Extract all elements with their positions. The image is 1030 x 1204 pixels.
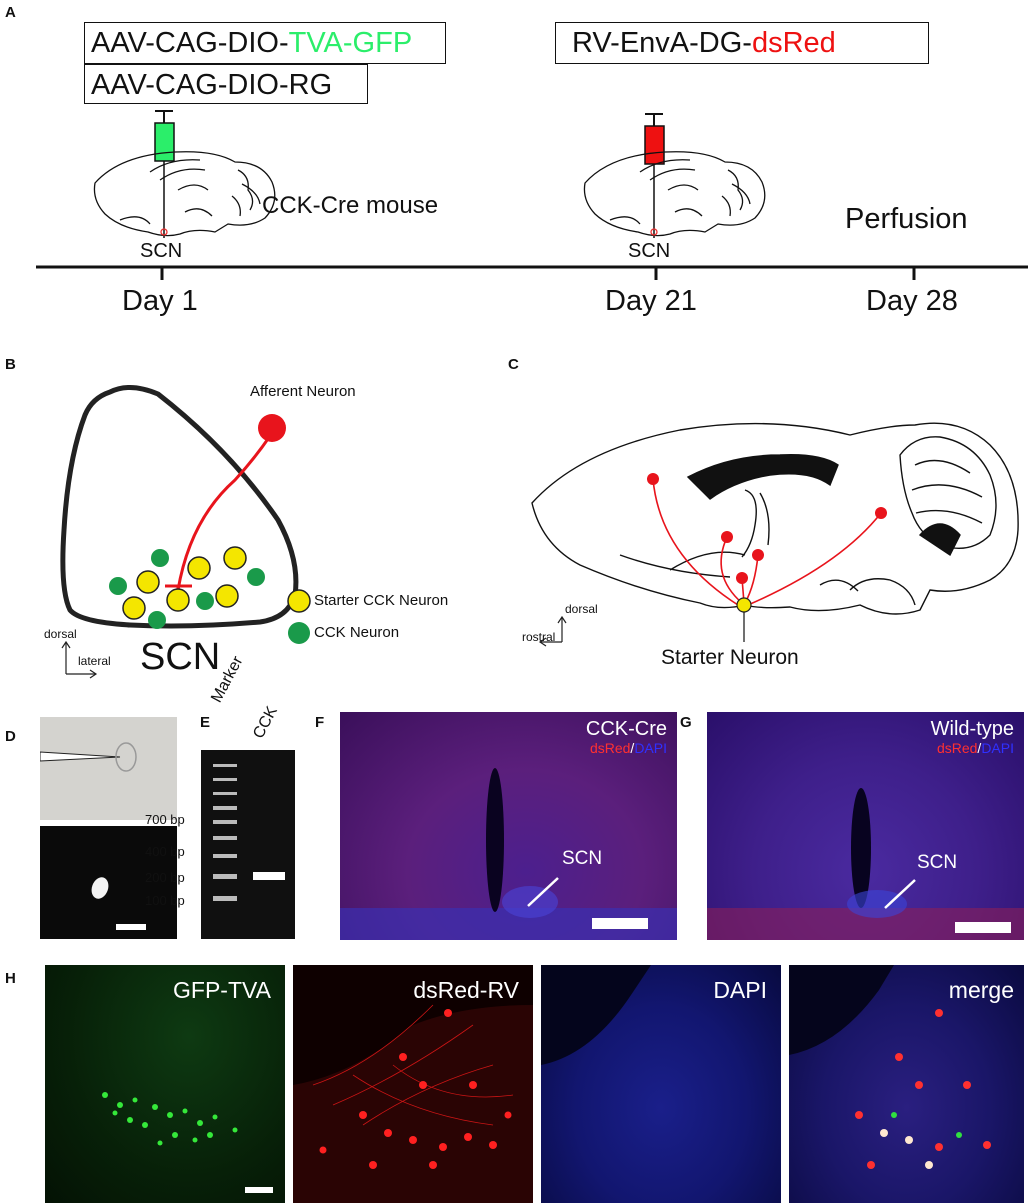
panel-label-h: H [5, 970, 16, 987]
cckcre-stain: dsRed/DAPI [589, 740, 667, 756]
panel-label-b: B [5, 356, 16, 373]
mouse-brain-outline-1 [93, 151, 276, 237]
mouse-label: CCK-Cre mouse [262, 192, 439, 219]
rv-cells [319, 1009, 512, 1169]
scn-region-label: SCN [140, 636, 221, 678]
ladder-bands [213, 764, 237, 901]
panel-label-e: E [200, 714, 211, 731]
wildtype-section-image: Wild-type dsRed/DAPI SCN [707, 712, 1024, 940]
afferent-projections [652, 478, 882, 606]
starter-neuron-label: Starter Neuron [661, 646, 799, 669]
orientation-arrows-c [538, 615, 567, 647]
timeline-diagram [36, 110, 1028, 280]
day-label-21: Day 21 [605, 285, 697, 317]
bp-200: 200 bp [145, 870, 185, 885]
axis-dorsal-b: dorsal [44, 627, 77, 641]
legend-starter-label: Starter CCK Neuron [314, 592, 449, 609]
cckcre-section-image: CCK-Cre dsRed/DAPI SCN [340, 712, 677, 940]
starter-neurons [122, 546, 247, 620]
vector3-prefix: RV-EnvA-DG- [572, 27, 752, 59]
target-label-1: SCN [140, 240, 183, 262]
bp-400: 400 bp [145, 844, 185, 859]
scale-bar-g [955, 922, 1011, 933]
panel-label-d: D [5, 728, 16, 745]
scale-bar-h [245, 1187, 273, 1193]
merge-green-cells [891, 1112, 962, 1138]
orientation-arrows [61, 640, 98, 679]
panel-label-a: A [5, 4, 16, 21]
vector1-prefix: AAV-CAG-DIO- [91, 27, 289, 59]
vector-box-rv: RV-EnvA-DG-dsRed [555, 22, 929, 64]
mouse-brain-outline-2 [583, 151, 766, 237]
day-label-1: Day 1 [122, 285, 198, 317]
label-dsred-rv: dsRed-RV [413, 977, 519, 1003]
afferent-axon [176, 435, 272, 591]
dsred-rv-image: dsRed-RV [293, 965, 533, 1203]
merge-red-cells [855, 1009, 991, 1169]
perfusion-label: Perfusion [845, 203, 968, 235]
brightfield-image [40, 717, 177, 820]
target-label-2: SCN [628, 240, 671, 262]
wildtype-stain: dsRed/DAPI [936, 740, 1014, 756]
merge-image: merge [789, 965, 1024, 1203]
lane-label-cck: CCK [250, 703, 281, 742]
vector1-highlight: TVA-GFP [288, 27, 413, 59]
axis-lateral-b: lateral [78, 654, 111, 668]
bp-100: 100 bp [145, 893, 185, 908]
bp-700: 700 bp [145, 812, 185, 827]
dapi-image: DAPI [541, 965, 781, 1203]
legend-cck-dot [288, 622, 310, 644]
starter-neuron-dot [736, 597, 752, 613]
syringe-red-icon [644, 113, 665, 238]
vector2-label: AAV-CAG-DIO-RG [91, 69, 333, 101]
fluorescence-image [40, 826, 177, 939]
scn-label-g: SCN [917, 852, 958, 873]
afferent-neuron-dot [258, 414, 286, 442]
rv-fibers [312, 1004, 514, 1126]
merge-yellow-cells [880, 1129, 933, 1169]
afferent-neuron-dots [647, 473, 887, 584]
cckcre-title: CCK-Cre [585, 718, 667, 740]
day-label-28: Day 28 [866, 285, 958, 317]
wildtype-title: Wild-type [930, 718, 1014, 740]
scale-bar-f [592, 918, 648, 929]
panel-label-g: G [680, 714, 692, 731]
label-gfp-tva: GFP-TVA [173, 977, 271, 1003]
afferent-label: Afferent Neuron [250, 383, 356, 400]
scn-outline [60, 385, 299, 629]
scn-schematic [60, 385, 311, 679]
label-merge: merge [948, 977, 1014, 1003]
legend-cck-label: CCK Neuron [314, 624, 400, 641]
label-dapi: DAPI [713, 977, 767, 1003]
scn-label-f: SCN [562, 848, 603, 869]
vector-box-aav-rg: AAV-CAG-DIO-RG [84, 64, 368, 104]
gfp-cells [102, 1092, 238, 1146]
panel-label-c: C [508, 356, 519, 373]
cck-neurons [109, 549, 265, 629]
cck-band [253, 872, 285, 880]
legend-starter-dot [287, 589, 311, 613]
brain-sagittal-schematic [531, 422, 1019, 647]
brain-outline-c [531, 422, 1019, 615]
axis-dorsal-c: dorsal [565, 602, 598, 616]
panel-label-f: F [315, 714, 325, 731]
syringe-green-icon [154, 110, 175, 238]
vector-box-aav-tva: AAV-CAG-DIO-TVA-GFP [84, 22, 446, 64]
vector3-highlight: dsRed [751, 27, 836, 59]
gfp-tva-image: GFP-TVA [45, 965, 285, 1203]
axis-rostral-c: rostral [522, 630, 556, 644]
gel-image [201, 750, 295, 939]
